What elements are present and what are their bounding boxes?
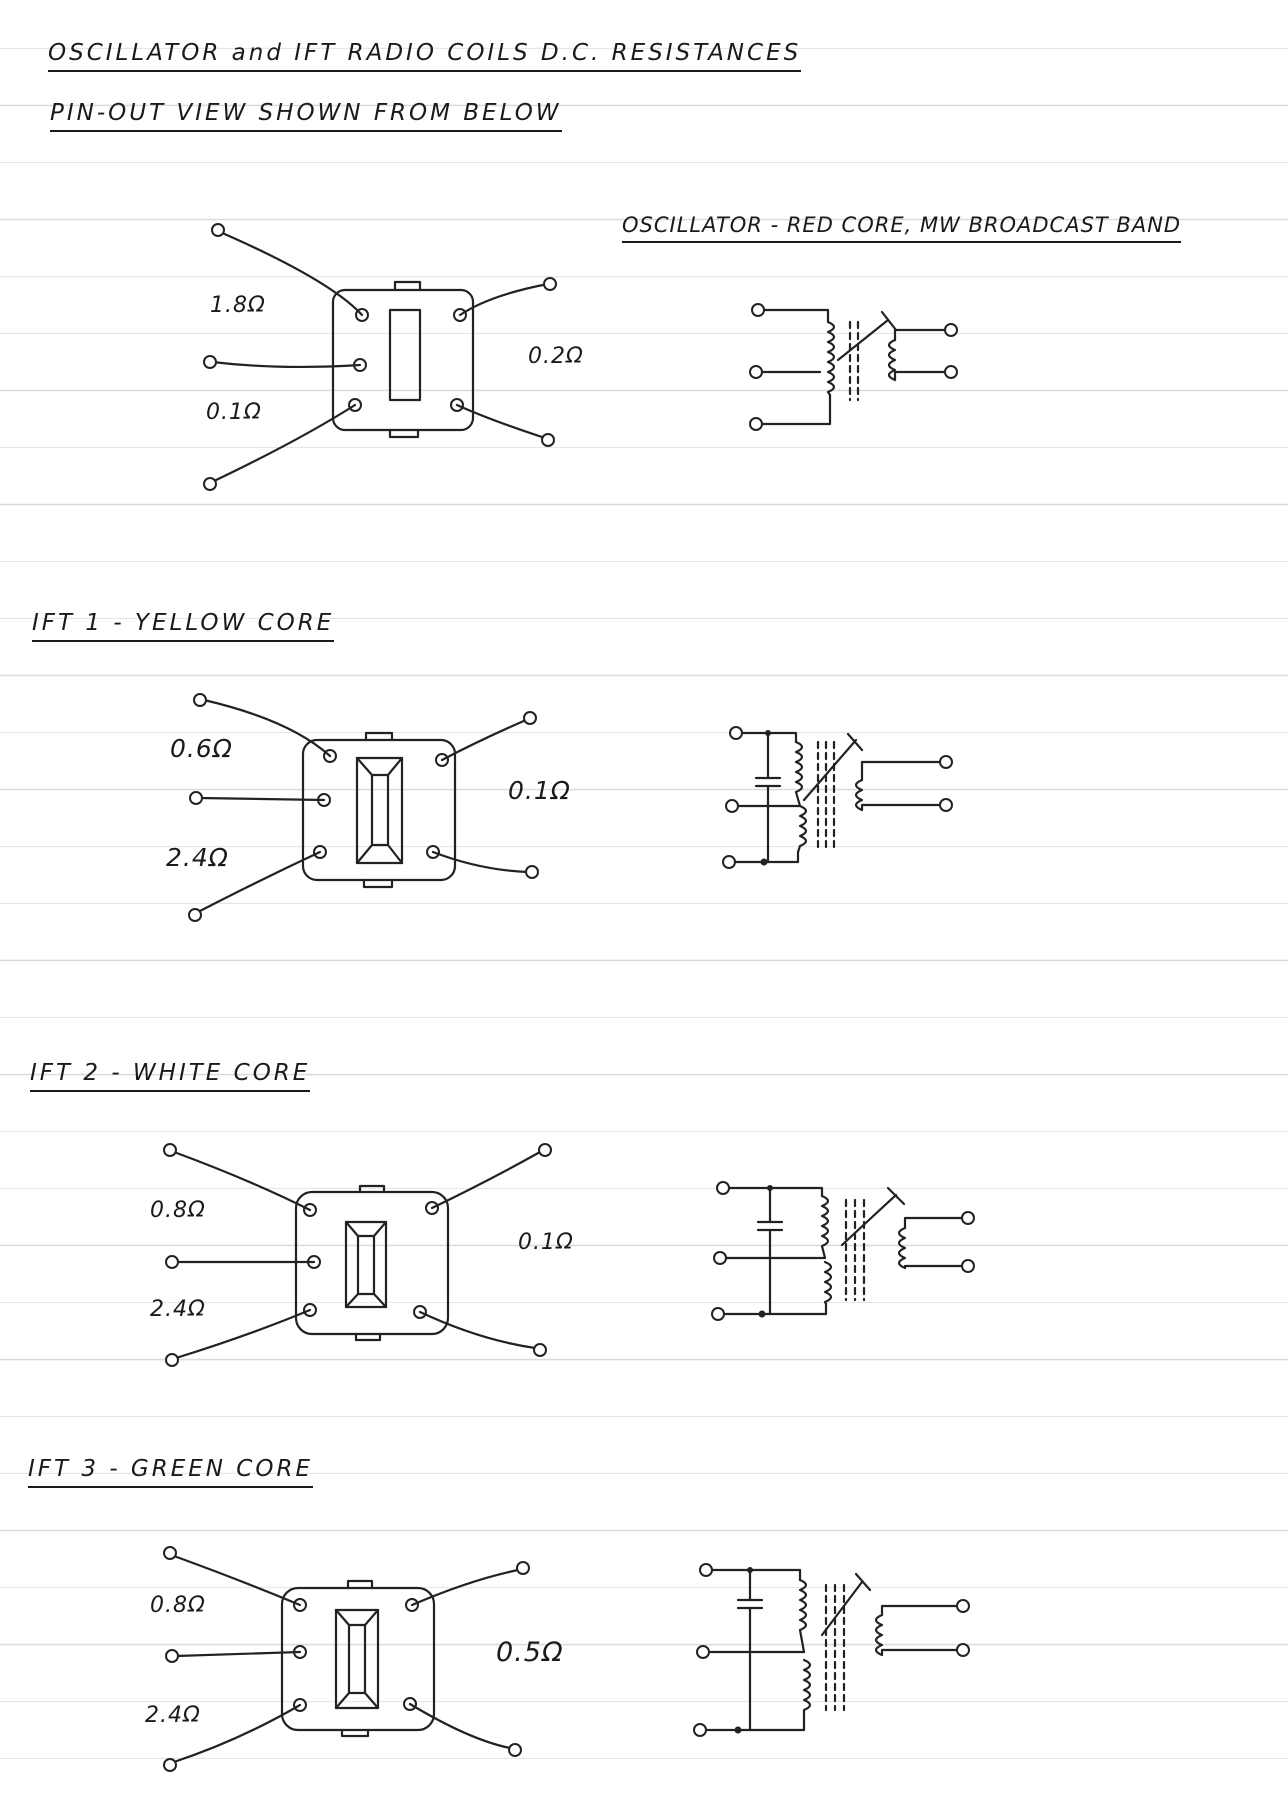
ift2-res-bottom-left: 2.4Ω — [150, 1297, 206, 1322]
osc-res-top-left: 1.8Ω — [210, 293, 266, 318]
ift3-heading: IFT 3 - GREEN CORE — [28, 1456, 313, 1488]
core-slot — [344, 1220, 388, 1309]
ift1-schematic — [722, 726, 953, 869]
ift1-res-bottom-left: 2.4Ω — [166, 843, 229, 872]
osc-res-right: 0.2Ω — [528, 344, 584, 369]
oscillator-pinout — [203, 223, 557, 491]
page-title: OSCILLATOR and IFT RADIO COILS D.C. RESI… — [48, 40, 802, 72]
core-slot — [388, 308, 422, 402]
ift2-res-top-left: 0.8Ω — [150, 1198, 206, 1223]
ift3-res-right: 0.5Ω — [496, 1637, 564, 1668]
osc-res-bottom-left: 0.1Ω — [206, 400, 262, 425]
ift3-schematic — [693, 1563, 970, 1737]
oscillator-schematic — [749, 303, 958, 431]
coil-can — [331, 288, 475, 432]
coil-can — [301, 738, 457, 882]
ift2-pinout — [163, 1143, 552, 1367]
coil-can — [280, 1586, 436, 1732]
ift1-res-top-left: 0.6Ω — [170, 734, 233, 763]
ift1-res-right: 0.1Ω — [508, 776, 571, 805]
ift3-pinout — [163, 1546, 530, 1772]
oscillator-heading: OSCILLATOR - RED CORE, MW BROADCAST BAND — [622, 213, 1182, 243]
core-slot — [355, 756, 404, 865]
page-subtitle: PIN-OUT VIEW SHOWN FROM BELOW — [50, 100, 562, 132]
core-slot — [334, 1608, 380, 1710]
ift3-res-bottom-left: 2.4Ω — [145, 1703, 201, 1728]
ift3-res-top-left: 0.8Ω — [150, 1593, 206, 1618]
ift2-heading: IFT 2 - WHITE CORE — [30, 1060, 311, 1092]
ift2-schematic — [711, 1181, 975, 1321]
ift1-pinout — [188, 693, 539, 922]
ift1-heading: IFT 1 - YELLOW CORE — [32, 610, 335, 642]
ift2-res-right: 0.1Ω — [518, 1230, 574, 1255]
